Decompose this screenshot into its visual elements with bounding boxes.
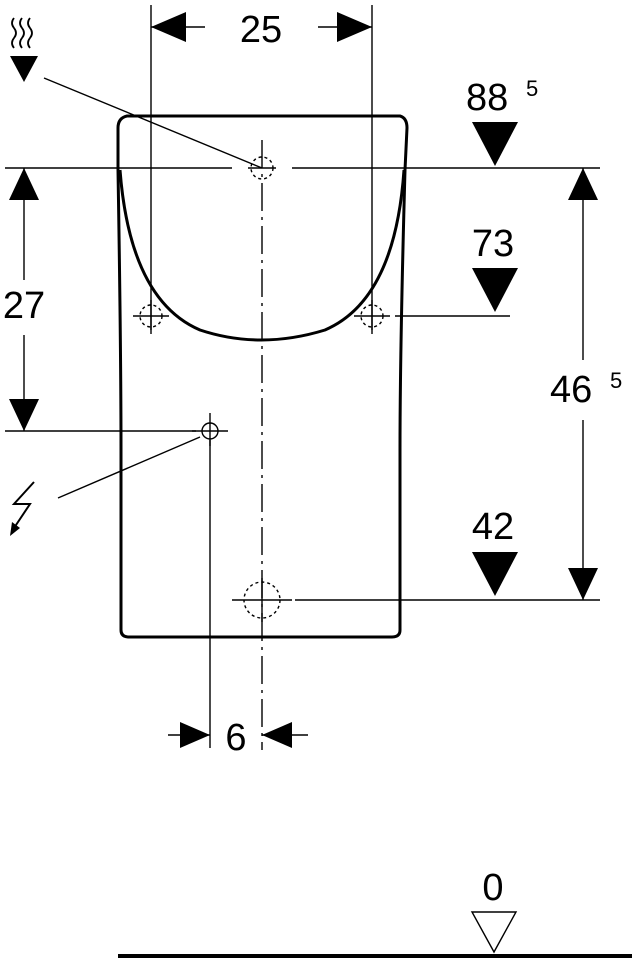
- level-marker-middle: 73: [472, 223, 518, 312]
- dimension-width-top: 25: [151, 9, 372, 51]
- electric-leader-line: [57, 436, 201, 499]
- electric-connection-point: [192, 413, 228, 446]
- electrical-connection-icon: [10, 481, 35, 536]
- dimension-height-right-sup: 5: [610, 368, 622, 393]
- dimension-width-label: 25: [240, 9, 282, 51]
- level-floor-label: 0: [482, 867, 503, 909]
- water-leader-line: [43, 77, 263, 169]
- fixing-point-right: [354, 300, 390, 334]
- dimension-height-left: 27: [3, 168, 45, 431]
- dimension-offset-bottom: 6: [168, 440, 308, 759]
- water-supply-icon: [10, 17, 38, 82]
- dimension-height-right: 46 5: [550, 168, 622, 600]
- level-top-sup: 5: [526, 76, 538, 101]
- dimension-offset-label: 6: [225, 717, 246, 759]
- level-lower-label: 42: [472, 506, 514, 548]
- dimension-height-left-label: 27: [3, 285, 45, 327]
- urinal-outline: [116, 114, 409, 639]
- fixing-point-left: [133, 300, 169, 334]
- level-marker-top: 88 5: [466, 76, 538, 166]
- level-marker-floor: 0: [470, 867, 518, 954]
- drain-outlet-point: [232, 578, 292, 622]
- level-middle-label: 73: [472, 223, 514, 265]
- dimension-height-right-label: 46: [550, 369, 592, 411]
- level-marker-lower: 42: [472, 506, 518, 596]
- level-top-label: 88: [466, 77, 508, 119]
